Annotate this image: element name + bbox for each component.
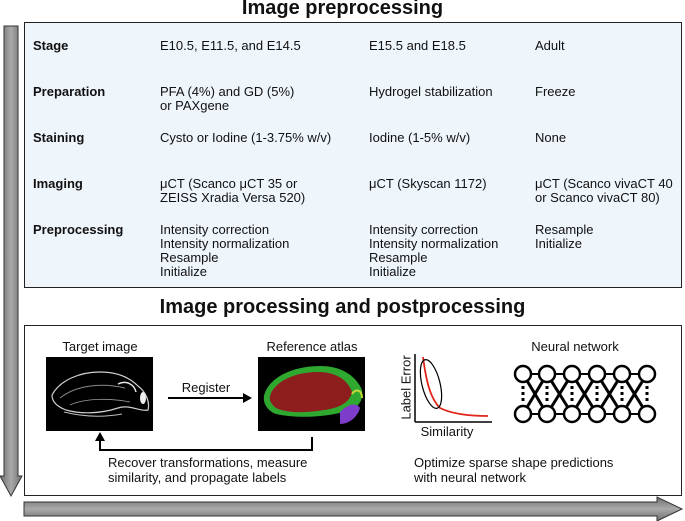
cell-stage-adult: Adult — [535, 38, 565, 53]
nn-node — [612, 404, 632, 424]
cell-preprocessing-embryo-early: Intensity correction Intensity normaliza… — [160, 222, 290, 279]
target-image — [46, 357, 153, 431]
nn-node — [513, 364, 533, 384]
section-title-preprocessing: Image preprocessing — [241, 0, 444, 19]
cell-preprocessing-adult: Resample Initialize — [535, 222, 594, 251]
nn-node — [587, 364, 607, 384]
preprocessing-panel — [24, 22, 682, 288]
optimize-caption: Optimize sparse shape predictions with n… — [414, 455, 614, 485]
cell-staining-adult: None — [535, 130, 567, 145]
cell-preparation-embryo-early: PFA (4%) and GD (5%) or PAXgene — [160, 84, 295, 113]
cell-staining-embryo-early: Cysto or Iodine (1-3.75% w/v) — [160, 130, 332, 145]
nn-node — [562, 364, 582, 384]
nn-node — [562, 404, 582, 424]
cell-stage-embryo-late: E15.5 and E18.5 — [369, 38, 466, 53]
neural-network-label: Neural network — [531, 339, 619, 354]
row-label-preprocessing: Preprocessing — [33, 222, 124, 237]
feedback-caption: Recover transformations, measure similar… — [108, 455, 308, 485]
register-arrow — [168, 393, 252, 403]
nn-node — [637, 404, 657, 424]
cell-preprocessing-embryo-late: Intensity correction Intensity normaliza… — [369, 222, 499, 279]
nn-node — [587, 404, 607, 424]
error-similarity-plot — [414, 354, 492, 423]
register-label: Register — [181, 380, 231, 395]
cell-preparation-embryo-late: Hydrogel stabilization — [369, 84, 493, 99]
row-label-staining: Staining — [33, 130, 85, 145]
reference-atlas-label: Reference atlas — [266, 339, 358, 354]
nn-node — [537, 364, 557, 384]
cell-imaging-embryo-late: μCT (Skyscan 1172) — [369, 176, 487, 191]
row-label-imaging: Imaging — [33, 176, 83, 191]
plot-xlabel: Similarity — [420, 424, 474, 439]
nn-node — [612, 364, 632, 384]
nn-node — [637, 364, 657, 384]
nn-node — [513, 404, 533, 424]
cell-stage-embryo-early: E10.5, E11.5, and E14.5 — [160, 38, 301, 53]
nn-node — [537, 404, 557, 424]
cell-preparation-adult: Freeze — [535, 84, 576, 99]
target-image-label: Target image — [62, 339, 138, 354]
row-label-stage: Stage — [33, 38, 69, 53]
vertical-flow-arrow — [0, 25, 23, 498]
section-title-processing: Image processing and postprocessing — [159, 296, 526, 318]
cell-imaging-embryo-early: μCT (Scanco μCT 35 or ZEISS Xradia Versa… — [160, 176, 306, 205]
cell-staining-embryo-late: Iodine (1-5% w/v) — [369, 130, 471, 145]
plot-ylabel: Label Error — [398, 355, 414, 420]
horizontal-flow-arrow — [23, 496, 684, 521]
row-label-preparation: Preparation — [33, 84, 106, 99]
reference-atlas-image — [258, 357, 365, 431]
cell-imaging-adult: μCT (Scanco vivaCT 40 or Scanco vivaCT 8… — [535, 176, 673, 205]
neural-network-diagram — [513, 364, 657, 424]
feedback-arrow — [95, 432, 313, 451]
